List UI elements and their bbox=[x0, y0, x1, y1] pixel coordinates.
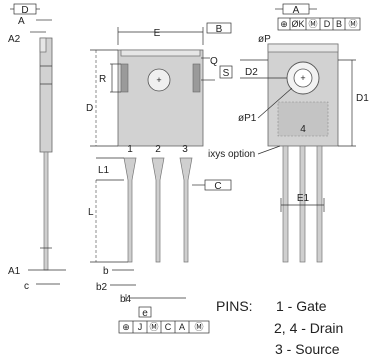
dim-d2-label: D2 bbox=[245, 67, 258, 78]
rear-lead-2 bbox=[299, 145, 306, 263]
datum-b-label: B bbox=[216, 24, 223, 35]
left-slot bbox=[120, 63, 129, 93]
side-view: D A A2 A1 c bbox=[8, 3, 66, 292]
dim-phi-p-label: øP bbox=[258, 34, 271, 45]
mounting-hole bbox=[147, 68, 171, 92]
lead-2 bbox=[151, 157, 165, 263]
pins-heading: PINS: bbox=[216, 298, 253, 314]
ixys-option-label: ixys option bbox=[208, 149, 255, 160]
dim-b2-label: b2 bbox=[96, 282, 108, 293]
rear-hole-inner bbox=[293, 68, 313, 88]
lead-3 bbox=[179, 157, 193, 263]
dim-s-label: S bbox=[223, 68, 230, 79]
datum-s-box bbox=[219, 65, 233, 79]
side-lead bbox=[43, 151, 49, 271]
pins-legend: PINS: 1 - Gate 2, 4 - Drain 3 - Source bbox=[216, 298, 343, 357]
dim-e-pitch-label: e bbox=[142, 308, 148, 319]
fcf-bottom-c: C bbox=[165, 322, 172, 332]
pins-line-1: 1 - Gate bbox=[276, 298, 327, 314]
rear-view: A ⊕ ØK Ⓜ D B Ⓜ øP + D2 bbox=[208, 3, 369, 263]
pin-4-label: 4 bbox=[300, 124, 306, 135]
hole-plus: + bbox=[156, 75, 161, 85]
fcf-bottom: ⊕ J Ⓜ C A Ⓜ bbox=[118, 320, 210, 334]
front-view: E B + Q S R D 1 2 3 bbox=[86, 22, 233, 334]
dim-b-label: b bbox=[103, 266, 109, 277]
dim-r-label: R bbox=[99, 74, 106, 85]
dim-a2-label: A2 bbox=[8, 34, 21, 45]
dim-l-label: L bbox=[88, 207, 94, 218]
lead-1 bbox=[123, 157, 137, 263]
fcf-bottom-m2: Ⓜ bbox=[194, 322, 203, 332]
rear-hole-plus: + bbox=[300, 73, 305, 83]
datum-d-label: D bbox=[21, 5, 28, 16]
pin-1-label: 1 bbox=[127, 144, 133, 155]
fcf-top-d: D bbox=[324, 19, 331, 29]
fcf-bottom-m1: Ⓜ bbox=[149, 322, 158, 332]
datum-b-box bbox=[206, 22, 232, 34]
fcf-top-m1: Ⓜ bbox=[308, 19, 317, 29]
fcf-top-symbol: ⊕ bbox=[280, 19, 288, 29]
fcf-top-k: ØK bbox=[291, 19, 304, 29]
front-body bbox=[117, 49, 204, 147]
pins-line-2: 2, 4 - Drain bbox=[274, 320, 343, 336]
dim-b4-label: b4 bbox=[120, 294, 132, 305]
pin-2-label: 2 bbox=[155, 144, 161, 155]
pin-3-label: 3 bbox=[182, 144, 188, 155]
heatsink-area bbox=[277, 101, 329, 137]
dim-e1-label: E1 bbox=[297, 193, 310, 204]
dim-e-box bbox=[138, 306, 152, 318]
datum-c-label: C bbox=[214, 181, 221, 192]
rear-top-edge bbox=[267, 43, 339, 53]
dim-q-label: Q bbox=[210, 56, 218, 67]
fcf-bottom-symbol: ⊕ bbox=[122, 322, 130, 332]
rear-lead-3 bbox=[316, 145, 323, 263]
side-tab bbox=[39, 37, 47, 53]
dim-a-label: A bbox=[18, 16, 25, 27]
fcf-bottom-j: J bbox=[138, 322, 143, 332]
dim-a1-label: A1 bbox=[8, 266, 21, 277]
dim-e-label: E bbox=[154, 28, 161, 39]
rear-lead-1 bbox=[282, 145, 289, 263]
dim-d1-label: D1 bbox=[356, 93, 369, 104]
fcf-top: ⊕ ØK Ⓜ D B Ⓜ bbox=[277, 17, 361, 31]
dim-phi-p1-label: øP1 bbox=[238, 113, 257, 124]
fcf-bottom-a: A bbox=[179, 322, 185, 332]
right-slot bbox=[192, 63, 201, 93]
fcf-top-m2: Ⓜ bbox=[348, 19, 357, 29]
pins-line-3: 3 - Source bbox=[275, 341, 340, 357]
datum-a-label: A bbox=[293, 5, 300, 16]
dim-l1-label: L1 bbox=[98, 165, 110, 176]
dim-c-label: c bbox=[24, 281, 29, 292]
side-body bbox=[39, 37, 53, 153]
dim-d-label: D bbox=[86, 103, 93, 114]
fcf-top-b: B bbox=[336, 19, 342, 29]
front-top-edge bbox=[120, 49, 201, 57]
